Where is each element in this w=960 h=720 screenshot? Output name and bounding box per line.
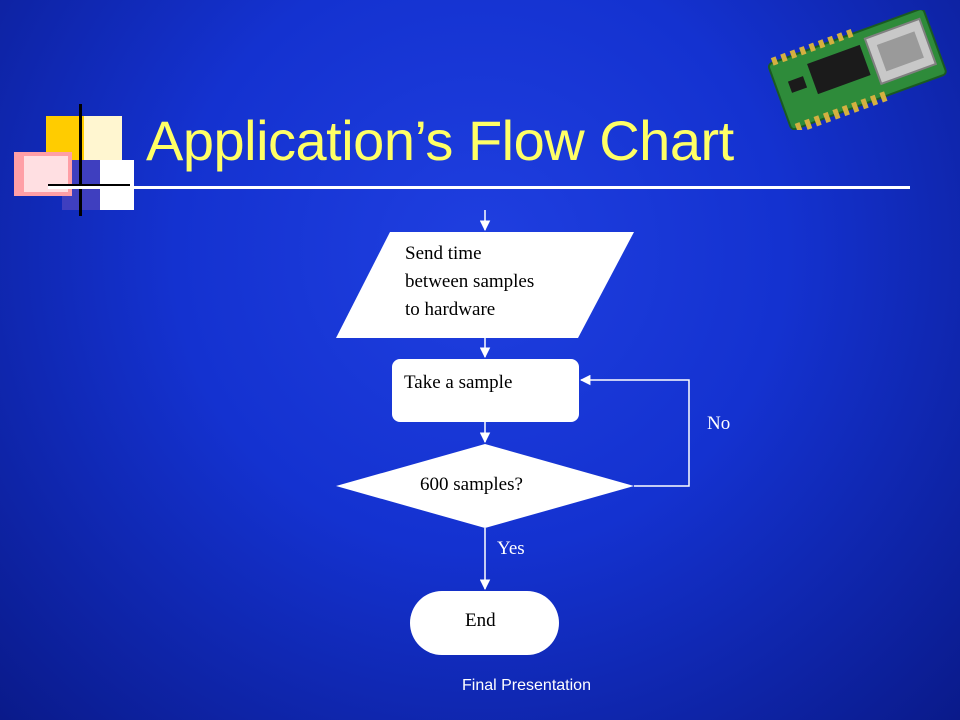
node-end — [410, 591, 559, 655]
end-label: End — [465, 610, 496, 631]
node-send-time — [336, 232, 634, 338]
decorative-squares — [14, 104, 134, 216]
circuit-board-image — [767, 10, 947, 130]
slide-title: Application’s Flow Chart — [146, 109, 734, 172]
node-take-sample — [392, 359, 579, 422]
take-sample-label: Take a sample — [404, 372, 513, 393]
edge-label-yes: Yes — [497, 538, 525, 559]
footer-text: Final Presentation — [462, 677, 591, 694]
send-time-label: Send time between samples to hardware — [405, 243, 535, 320]
decision-label: 600 samples? — [420, 474, 523, 495]
edge-no-loop — [579, 374, 690, 487]
node-600-samples-decision — [336, 444, 634, 528]
title-underline — [48, 186, 910, 189]
edge-label-no: No — [707, 413, 731, 434]
